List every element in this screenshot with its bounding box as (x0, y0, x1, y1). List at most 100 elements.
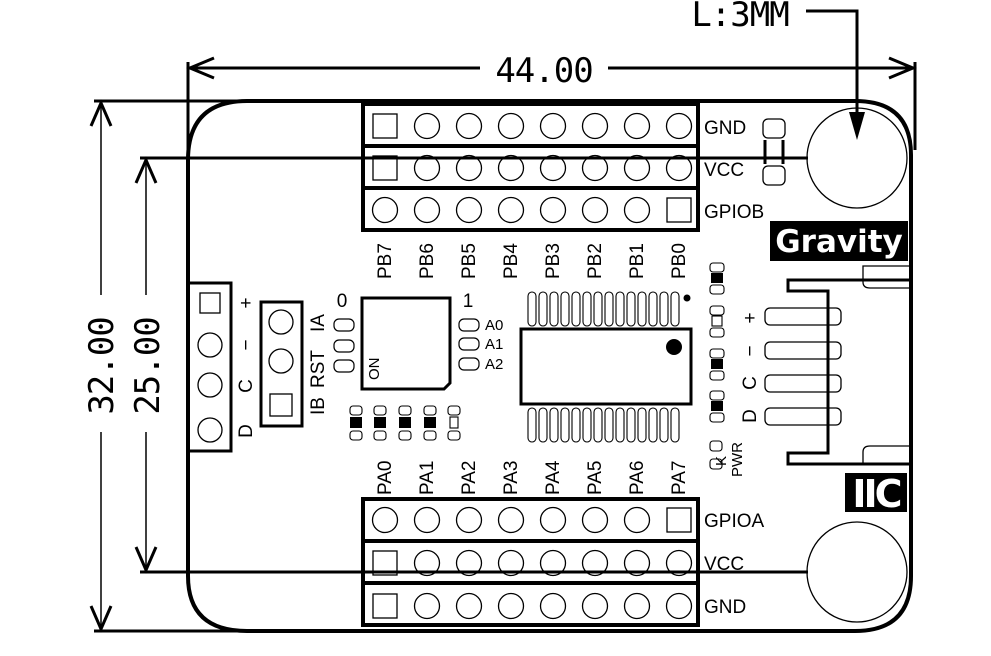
interrupt-label: IA (308, 314, 329, 332)
connector-pad (764, 307, 842, 326)
left-connector: + − C D (186, 281, 257, 453)
interrupt-label: IB (308, 397, 329, 415)
address-label: A1 (485, 336, 503, 353)
ic-pad (549, 407, 559, 443)
ic-pad (571, 291, 581, 327)
pin-label: PB5 (459, 243, 480, 279)
pin-label: PB1 (627, 243, 648, 279)
smd-pad (423, 430, 437, 441)
width-dimension: 44.00 (186, 51, 917, 150)
ic-pad (582, 407, 592, 443)
pin-label: PA3 (501, 460, 522, 495)
connector-pad (764, 374, 842, 393)
pin-round (623, 506, 651, 534)
pin-round (268, 309, 294, 335)
pin-round (413, 112, 441, 140)
ic-pad (527, 291, 537, 327)
pin-round (413, 592, 441, 620)
pin-round (371, 506, 399, 534)
right-connector: + − C D (740, 265, 912, 466)
switch-on-label: ON (366, 358, 383, 381)
header-b-pin-labels: PB7 PB6 PB5 PB4 PB3 PB2 PB1 PB0 (375, 243, 690, 279)
smd-pad (709, 412, 725, 423)
smd-pad (709, 327, 725, 338)
header-a-row-label: VCC (704, 554, 744, 575)
pin-square (372, 593, 398, 619)
pin-round (539, 112, 567, 140)
left-connector-label: C (236, 379, 257, 393)
ic-pad (626, 291, 636, 327)
smd-body (424, 417, 436, 428)
ic-pad (560, 291, 570, 327)
pin-round (455, 592, 483, 620)
ic-pad (670, 407, 680, 443)
pin-round (497, 154, 525, 182)
pin-label: PB3 (543, 243, 564, 279)
pin1-marker-icon (666, 339, 682, 355)
gravity-logo: Gravity (770, 221, 908, 261)
pin-label: PA2 (459, 460, 480, 495)
ic-pad (593, 407, 603, 443)
pin-label: PB0 (669, 243, 690, 279)
pin-label: PA4 (543, 460, 564, 495)
pin-round (413, 196, 441, 224)
pin-round (455, 112, 483, 140)
ic-pads (527, 291, 680, 443)
smd-body (399, 417, 411, 428)
connector-pad (764, 407, 842, 426)
pin-label: PA0 (375, 460, 396, 495)
pin-label: PB4 (501, 243, 522, 279)
header-gpioa (361, 497, 700, 627)
led-k-label: K (713, 456, 730, 466)
smd-pad (373, 430, 387, 441)
led-pad (709, 458, 723, 470)
pin-round (197, 372, 223, 398)
pin-round (455, 196, 483, 224)
gravity-logo-text: Gravity (775, 224, 903, 260)
pin-round (371, 196, 399, 224)
pin-round (581, 549, 609, 577)
pin-label: PA5 (585, 460, 606, 495)
right-connector-label: + (740, 312, 761, 323)
header-b-row-label: VCC (704, 160, 744, 181)
right-connector-label: − (740, 345, 761, 356)
smd-pad (398, 405, 412, 416)
header-b-row-label: GND (704, 118, 746, 139)
pin-label: PB7 (375, 243, 396, 279)
smd-pad (423, 405, 437, 416)
pin-square (269, 393, 293, 417)
ic-pad (659, 407, 669, 443)
header-frame (361, 102, 700, 232)
pin-round (539, 549, 567, 577)
pin-square (372, 550, 398, 576)
pin-label: PA1 (417, 460, 438, 495)
hole-callout: L:3MM (691, 0, 865, 140)
smd-resistors-right (709, 262, 725, 470)
smd-pad (709, 262, 725, 273)
pin-round (455, 154, 483, 182)
right-connector-label: D (740, 409, 761, 423)
arrow-right-icon (888, 56, 917, 80)
hole-leader-line (806, 9, 859, 132)
address-switch: 0 1 ON A0 A1 A2 (333, 291, 503, 391)
header-a-row-labels: GPIOA VCC GND (704, 511, 765, 618)
pin-round (623, 549, 651, 577)
pin-round (497, 112, 525, 140)
smd-body (350, 417, 362, 428)
address-label: A0 (485, 317, 503, 334)
pin-round (623, 196, 651, 224)
smd-pad (447, 430, 461, 441)
height-outer-label: 32.00 (82, 317, 122, 414)
ic-pad (615, 407, 625, 443)
left-connector-label: + (236, 297, 257, 308)
mounting-hole-bottom (806, 521, 908, 623)
ic-pad (626, 407, 636, 443)
pin-round (623, 112, 651, 140)
pin-square (666, 197, 692, 223)
ic-pad (604, 407, 614, 443)
smd-resistors-row (349, 405, 461, 441)
height-inner-label: 25.00 (128, 317, 168, 414)
smd-body (374, 417, 386, 428)
pin-square (666, 507, 692, 533)
